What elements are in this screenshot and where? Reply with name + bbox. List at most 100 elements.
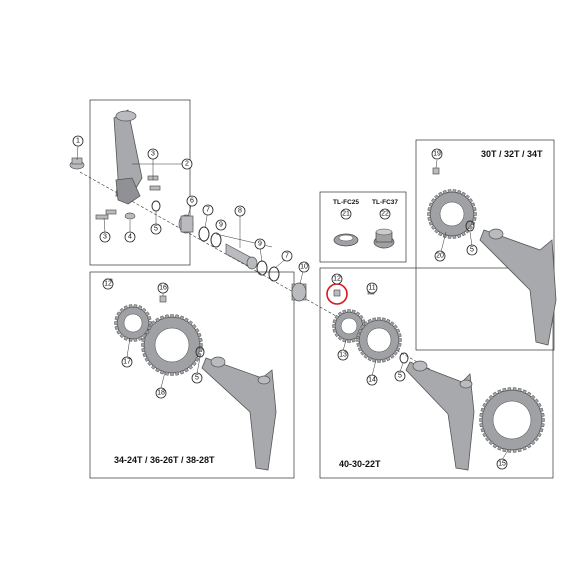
chainring-tooth [198, 348, 203, 352]
chainring-tooth [389, 354, 395, 359]
callout-6: 6 [186, 195, 198, 207]
chainring-tooth [114, 316, 119, 321]
chainring-tooth [137, 336, 143, 341]
chainring-tooth [151, 320, 156, 326]
spacer-5-left [151, 200, 161, 212]
chainring-tooth [512, 387, 517, 391]
chainring-tooth [434, 194, 440, 200]
callout-2: 2 [181, 158, 193, 170]
chainring-tooth [397, 342, 402, 347]
chainring-tooth [438, 191, 443, 197]
chainring-tooth [492, 391, 498, 397]
chainring-tooth [517, 448, 522, 453]
callout-18: 18 [155, 387, 167, 399]
chainring-tooth [342, 309, 347, 314]
chainring-tooth [197, 352, 202, 358]
chainring-tooth [438, 231, 443, 237]
chainring-tooth [497, 389, 502, 394]
callout-3b: 3 [99, 231, 111, 243]
chainring-tooth [144, 311, 150, 317]
chainring-tooth [357, 346, 363, 352]
callout-19: 19 [431, 148, 443, 160]
chainring-tooth [530, 394, 536, 400]
chainring-tooth [355, 311, 361, 317]
chainring-tooth [485, 436, 490, 442]
chainring-tooth [356, 342, 361, 347]
chainring-tooth [358, 314, 364, 320]
chainring-tooth [539, 427, 544, 433]
chainring-tooth [517, 387, 522, 392]
chainring-tooth [381, 317, 386, 322]
callout-5b: 5 [466, 244, 478, 256]
chainring-tooth [479, 423, 484, 428]
chainring-tooth [428, 221, 434, 226]
spacer-5-bottom-right [399, 352, 409, 364]
chainring-tooth [119, 333, 125, 339]
callout-11: 11 [366, 282, 378, 294]
chainring-tooth [470, 202, 476, 207]
chainring-tooth [377, 317, 381, 321]
bottom-left-group-box [89, 271, 295, 479]
chainring-tooth [427, 212, 431, 216]
bb-spacer-9a [210, 232, 222, 248]
bb-spacer-7b [268, 266, 280, 282]
chainring-tooth [357, 328, 363, 334]
bb-spacer-7a [198, 226, 210, 242]
chainring-tooth [360, 324, 365, 330]
chainring-tooth [165, 371, 169, 376]
svg-text:5: 5 [195, 375, 199, 382]
chainring-tooth [522, 446, 527, 451]
callout-13: 13 [337, 349, 349, 361]
callout-1: 1 [72, 135, 84, 147]
chainring-tooth [332, 328, 337, 333]
chainring-tooth [347, 339, 351, 343]
bolt-12-right-highlighted [326, 283, 348, 305]
left-crank-box [89, 99, 191, 266]
chainring-tooth [188, 320, 193, 326]
right-crank-arm-top [479, 228, 557, 346]
assembly-axis [79, 171, 337, 317]
callout-12b: 12 [331, 273, 343, 285]
chainring-tooth [148, 321, 152, 325]
callout-12a: 12 [102, 278, 114, 290]
svg-text:9: 9 [258, 241, 262, 248]
chainring-tooth [488, 440, 494, 446]
chainring-tooth [199, 343, 203, 347]
chainring-mid-br-icon [356, 317, 402, 363]
svg-text:19: 19 [433, 151, 441, 158]
chainring-tooth [461, 191, 466, 197]
svg-text:3: 3 [103, 234, 107, 241]
chainring-tooth [165, 314, 169, 319]
svg-text:12: 12 [333, 276, 341, 283]
chainring-tooth [502, 387, 507, 392]
chainring-tooth [347, 309, 351, 313]
chainring-tooth [507, 449, 512, 453]
callout-20: 20 [434, 250, 446, 262]
chainring-tooth [123, 305, 129, 310]
chainring-tooth [155, 317, 160, 323]
spacer-5-top-right [465, 220, 475, 232]
chainring-tooth [194, 357, 200, 362]
chainring-tooth [128, 304, 133, 309]
chainring-tooth [395, 346, 401, 352]
svg-text:6: 6 [190, 198, 194, 205]
right-crank-arm-bottom-left [201, 356, 277, 471]
svg-text:14: 14 [368, 377, 376, 384]
callout-16: 16 [157, 282, 169, 294]
chainring-tooth [479, 412, 484, 417]
callout-21: 21 [340, 208, 352, 220]
tool-label-tl-fc25: TL-FC25 [333, 199, 359, 206]
chainring-tooth [385, 356, 391, 362]
svg-text:17: 17 [123, 359, 131, 366]
chainring-tooth [479, 418, 483, 422]
svg-text:21: 21 [342, 211, 350, 218]
chainring-tooth [334, 332, 340, 338]
callout-5d: 5 [394, 370, 406, 382]
chainring-single-icon [427, 189, 477, 239]
callout-17: 17 [121, 356, 133, 368]
bolt-19 [432, 167, 440, 175]
chainring-tooth [464, 228, 470, 234]
chainring-tooth [170, 314, 174, 318]
callout-7b: 7 [281, 250, 293, 262]
chainring-tooth [428, 202, 434, 207]
